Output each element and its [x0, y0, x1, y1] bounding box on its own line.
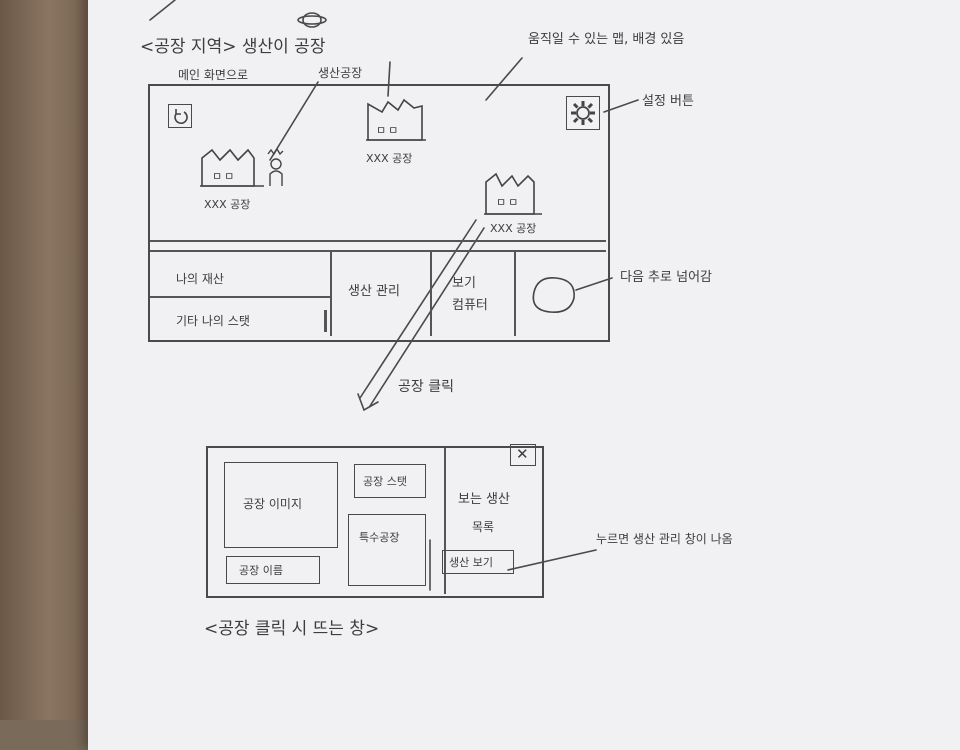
factory-3-label: XXX 공장 — [490, 222, 537, 235]
factory-2-label: XXX 공장 — [366, 152, 413, 165]
section-title-factory-area: <공장 지역> 생산이 공장 — [140, 37, 326, 57]
factory-name-label: 공장 이름 — [239, 564, 283, 577]
return-icon — [174, 109, 188, 125]
bar-divider-3 — [514, 252, 516, 336]
production-management-label: 생산 관리 — [348, 284, 400, 299]
popup-close-button[interactable]: ✕ — [510, 444, 536, 466]
my-money-label: 나의 재산 — [176, 272, 224, 286]
factory-image-panel: 공장 이미지 — [224, 462, 338, 548]
factory-icon — [200, 148, 264, 187]
product-list-line1: 보는 생산 — [458, 492, 510, 507]
close-icon: ✕ — [516, 445, 529, 463]
factory-window: ㅁㅁ — [212, 170, 237, 183]
stat-divider — [150, 296, 330, 298]
factory-1-label: XXX 공장 — [204, 198, 251, 211]
popup-divider — [444, 448, 446, 594]
next-turn-button[interactable] — [526, 272, 580, 318]
factory-stats-panel: 공장 스탯 — [354, 464, 426, 498]
map-divider — [150, 240, 606, 242]
factory-3[interactable]: ㅁㅁ — [482, 170, 548, 216]
bar-divider-2 — [430, 252, 432, 336]
view-production-button[interactable]: 생산 보기 — [442, 550, 514, 574]
factory-window: ㅁㅁ — [496, 196, 521, 209]
special-factory-panel: 특수공장 — [348, 514, 426, 586]
factory-stats-label: 공장 스탯 — [363, 475, 407, 488]
next-turn-circle-icon — [532, 276, 575, 314]
board-label-line2: 컴퓨터 — [452, 298, 488, 313]
bottom-bar-top-border — [150, 250, 606, 252]
factory-popup — [206, 446, 544, 598]
game-screen-frame — [148, 84, 610, 342]
factory-2[interactable]: ㅁㅁ — [364, 96, 430, 142]
note-main-screen: 메인 화면으로 — [178, 68, 249, 82]
factory-icon — [366, 98, 426, 141]
note-factory-click: 공장 클릭 — [398, 379, 454, 395]
factory-1[interactable]: ㅁㅁ — [198, 146, 268, 188]
production-management-button[interactable]: 생산 관리 — [334, 254, 428, 334]
person-icon — [267, 147, 284, 186]
gear-icon — [571, 101, 595, 125]
bar-divider-1 — [330, 252, 332, 336]
note-producing-factory: 생산공장 — [318, 66, 363, 80]
factory-name-panel: 공장 이름 — [226, 556, 320, 584]
note-next-turn: 다음 추로 넘어감 — [620, 270, 712, 285]
note-movable-map: 움직일 수 있는 맵, 배경 있음 — [528, 32, 685, 47]
factory-icon — [484, 172, 542, 215]
special-factory-label: 특수공장 — [359, 531, 400, 544]
factory-window: ㅁㅁ — [376, 124, 401, 137]
scroll-mark — [324, 310, 327, 332]
board-button[interactable]: 보기 컴퓨터 — [434, 254, 512, 334]
note-press-opens: 누르면 생산 관리 창이 나옴 — [596, 532, 733, 546]
board-label-line1: 보기 — [452, 276, 476, 291]
settings-button[interactable] — [566, 96, 600, 130]
worker-figure — [266, 147, 286, 188]
product-list-line2: 목록 — [472, 520, 495, 534]
note-settings-button: 설정 버튼 — [642, 94, 694, 109]
factory-image-label: 공장 이미지 — [243, 497, 303, 511]
back-to-main-button[interactable] — [168, 104, 192, 128]
view-production-label: 생산 보기 — [449, 556, 493, 569]
paper-sheet — [88, 0, 960, 750]
section-title-popup: <공장 클릭 시 뜨는 창> — [204, 619, 380, 639]
other-stats-label: 기타 나의 스탯 — [176, 314, 250, 328]
